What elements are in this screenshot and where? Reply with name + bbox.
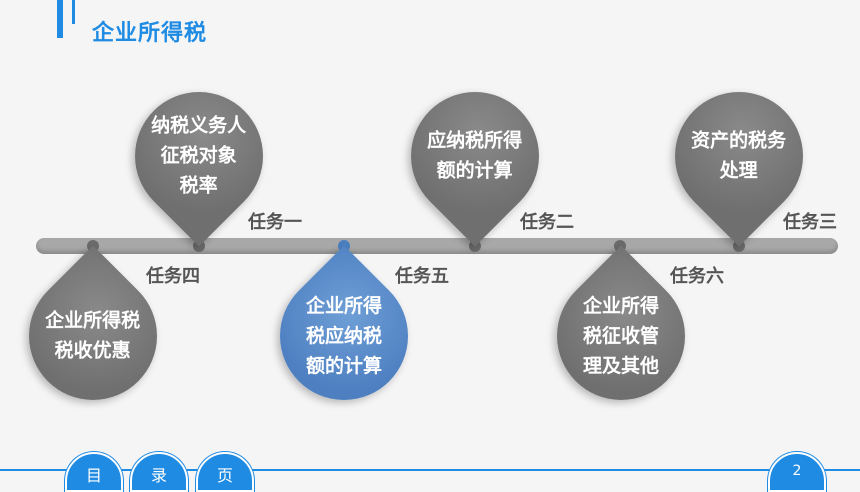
task-3-label: 任务三 <box>783 212 837 233</box>
task-4-line-2: 税收优惠 <box>54 339 132 362</box>
task-2-line-2: 额的计算 <box>436 159 514 182</box>
task-4-label: 任务四 <box>146 266 200 287</box>
task-6-line-3: 理及其他 <box>582 354 660 377</box>
task-6-label: 任务六 <box>670 266 724 287</box>
task-6-line-2: 税征收管 <box>582 324 660 347</box>
task-5-line-2: 税应纳税 <box>305 324 383 347</box>
task-6-line-1: 企业所得 <box>582 294 660 317</box>
footer-tab-mu[interactable]: 目 <box>65 452 123 492</box>
footer-tab-lu[interactable]: 录 <box>130 452 188 492</box>
task-2-line-1: 应纳税所得 <box>427 129 523 152</box>
task-1-line-2: 征税对象 <box>160 144 238 167</box>
title-accent-bar <box>57 0 63 38</box>
task-1-label: 任务一 <box>248 212 302 233</box>
task-5-label: 任务五 <box>395 266 449 287</box>
task-1-line-1: 纳税义务人 <box>151 114 247 137</box>
task-4-line-1: 企业所得税 <box>45 309 141 332</box>
task-1-line-3: 税率 <box>179 174 219 197</box>
timeline-bar <box>36 238 838 254</box>
page-title: 企业所得税 <box>92 21 208 46</box>
task-2-label: 任务二 <box>520 212 574 233</box>
footer-tab-ye[interactable]: 页 <box>196 452 254 492</box>
task-3-line-1: 资产的税务 <box>691 129 787 152</box>
task-5-line-3: 额的计算 <box>305 354 383 377</box>
task-5-line-1: 企业所得 <box>305 294 383 317</box>
page-number: 2 <box>768 452 826 492</box>
footer-divider <box>0 469 860 471</box>
task-3-line-2: 处理 <box>719 159 759 182</box>
title-accent-bar-thin <box>72 0 75 24</box>
